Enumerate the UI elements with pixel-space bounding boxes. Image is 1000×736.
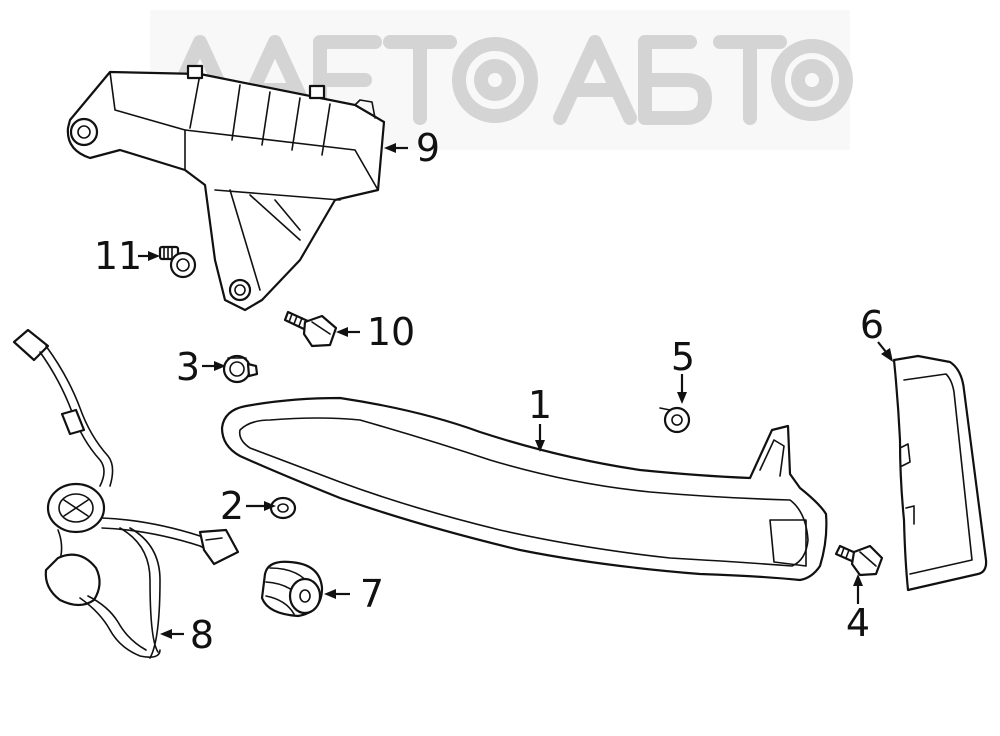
arrowhead-4 (853, 574, 863, 586)
callout-10: 10 (367, 310, 415, 354)
reflector-part-1 (220, 396, 828, 582)
harness-part-8 (12, 328, 240, 659)
callout-4: 4 (846, 601, 870, 645)
leader-6 (877, 341, 887, 353)
arrowhead-11 (148, 251, 160, 261)
arrowhead-6 (881, 348, 893, 362)
leader-lines (138, 143, 893, 639)
callout-7: 7 (360, 572, 384, 616)
callout-5: 5 (671, 335, 695, 379)
bolt-part-11 (158, 245, 197, 279)
nut-part-5 (659, 406, 691, 434)
callout-2: 2 (220, 484, 244, 528)
callout-9: 9 (416, 126, 440, 170)
arrowhead-9 (384, 143, 396, 153)
callout-3: 3 (176, 345, 200, 389)
arrowhead-5 (677, 392, 687, 404)
arrowhead-7 (324, 589, 336, 599)
callout-labels: 1 2 3 4 5 6 7 8 9 10 11 (94, 126, 884, 657)
arrowhead-2 (264, 501, 276, 511)
callout-6: 6 (860, 303, 884, 347)
bracket-part-9 (66, 64, 386, 312)
bolt-part-10 (283, 310, 338, 348)
bolt-part-4 (834, 544, 884, 577)
arrowhead-1 (535, 440, 545, 452)
arrowhead-3 (214, 361, 226, 371)
grommet-part-7 (260, 560, 324, 618)
callout-1: 1 (528, 383, 552, 427)
lens-part-6 (892, 354, 988, 592)
arrowhead-10 (336, 327, 348, 337)
grommet-part-2 (269, 496, 297, 520)
callout-11: 11 (94, 234, 142, 278)
callout-8: 8 (190, 613, 214, 657)
clip-part-3 (222, 354, 259, 384)
arrowhead-8 (160, 629, 172, 639)
